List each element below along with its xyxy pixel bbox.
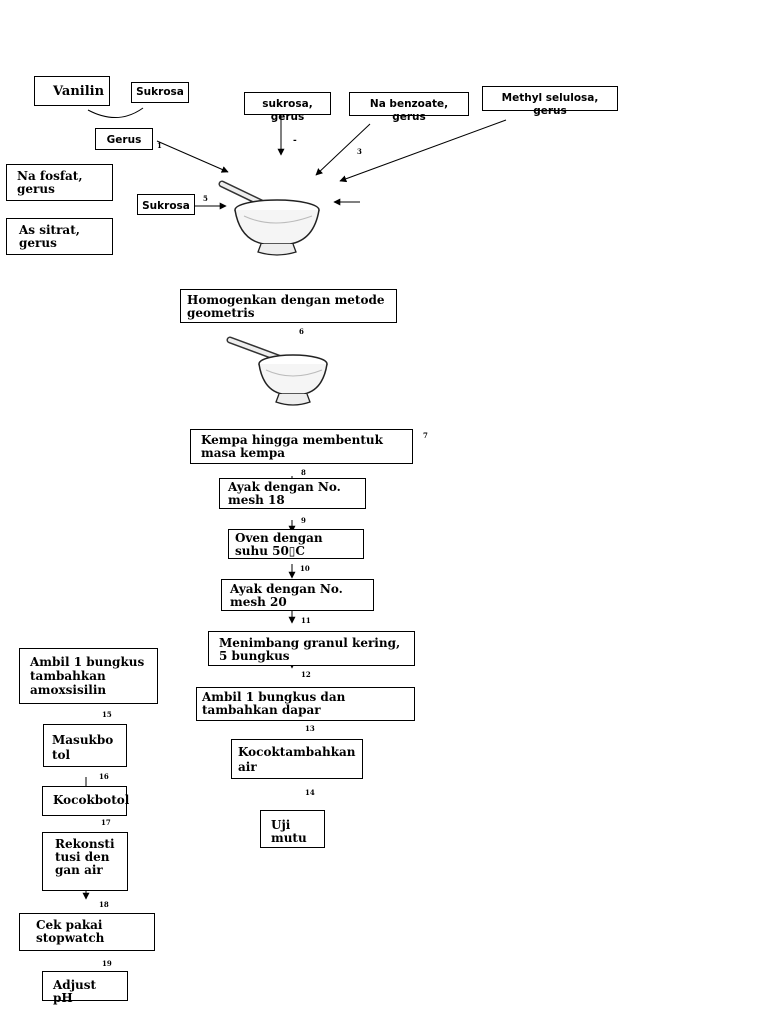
sukrosa-top-box: Sukrosa [131, 82, 189, 103]
mortar-pestle-icon [226, 336, 328, 406]
sukrosa-gerus-box: sukrosa, gerus [244, 92, 331, 123]
methyl-selulosa-arrow [339, 119, 507, 183]
step-number: 15 [102, 710, 112, 719]
dash-mark: - [293, 136, 297, 146]
left-step-6: Adjust pH [42, 971, 128, 1005]
vanilin-sukrosa-connector [87, 107, 144, 118]
methyl-selulosa-box: Methyl selulosa, gerus [482, 86, 618, 117]
as-sitrat-box: As sitrat, gerus [6, 218, 113, 255]
step-number: 9 [301, 516, 306, 525]
step-number: 3 [357, 147, 362, 156]
step-number: 5 [203, 194, 208, 203]
na-benzoate-arrow [315, 123, 371, 176]
vanilin-label: Vanilin [34, 76, 110, 106]
step-number: 19 [102, 959, 112, 968]
na-fosfat-box: Na fosfat, gerus [6, 164, 113, 201]
step-number: 8 [301, 468, 306, 477]
main-step-6: Menimbang granul kering, 5 bungkus [208, 631, 415, 666]
main-step-2: Kempa hingga membentuk masa kempa [190, 429, 413, 464]
step-number: 11 [301, 616, 311, 625]
left-step-3: Kocokbotol [42, 786, 129, 816]
left-step-1: Ambil 1 bungkus tambahkan amoxsisilin [19, 648, 158, 704]
step-number: 17 [101, 818, 111, 827]
main-step-4: Oven dengan suhu 50▯C [228, 529, 364, 559]
step-number: 7 [423, 431, 428, 440]
step-number: 6 [299, 327, 304, 336]
left-step-5: Cek pakai stopwatch [19, 913, 155, 951]
gerus-box: Gerus [95, 128, 153, 150]
step-number: 14 [305, 788, 315, 797]
left-step-4: Rekonstitusi dengan air [42, 832, 128, 891]
main-step-5: Ayak dengan No. mesh 20 [221, 579, 374, 611]
step-number: 12 [301, 670, 311, 679]
main-step-1: Homogenkan dengan metode geometris [180, 289, 397, 323]
main-step-9: Uji mutu [260, 810, 325, 848]
step-number: 1 [157, 141, 162, 150]
main-step-7: Ambil 1 bungkus dan tambahkan dapar [196, 687, 415, 721]
step-number: 18 [99, 900, 109, 909]
gerus-arrow [156, 140, 229, 173]
na-benzoate-box: Na benzoate, gerus [349, 92, 469, 123]
step-number: 10 [300, 564, 310, 573]
main-step-8: Kocoktambahkan air [231, 739, 363, 779]
step-number: 16 [99, 772, 109, 781]
sukrosa-left-box: Sukrosa [137, 194, 195, 215]
main-step-3: Ayak dengan No. mesh 18 [219, 478, 366, 509]
step-number: 13 [305, 724, 315, 733]
left-step-2: Masukbotol [43, 724, 127, 767]
mortar-pestle-icon [218, 180, 320, 256]
